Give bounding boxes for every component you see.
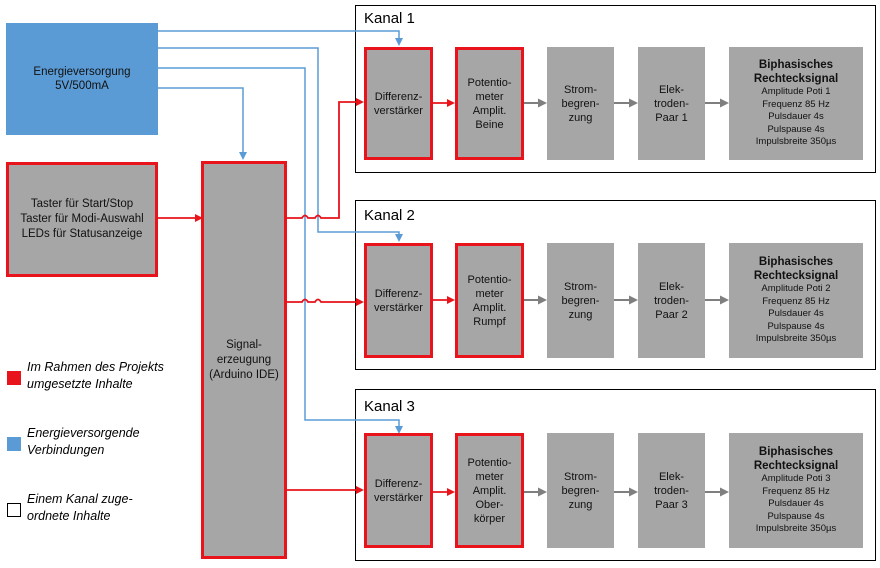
power-line-channel-1	[158, 30, 403, 46]
power-line-channel-3	[158, 67, 403, 434]
legend-white-swatch	[7, 503, 21, 517]
buttons-leds-box: Taster für Start/Stop Taster für Modi-Au…	[6, 162, 158, 277]
ch1-diff-amp-box: Differenz- verstärker	[364, 47, 433, 160]
ch2-signal-params: Amplitude Poti 2 Frequenz 85 Hz Pulsdaue…	[755, 283, 837, 345]
ch1-electrode-box: Elek- troden- Paar 1	[638, 47, 705, 160]
ch2-poti-box: Potentio- meter Amplit. Rumpf	[455, 243, 524, 358]
ch2-current-limit-box: Strom- begren- zung	[547, 243, 614, 358]
ch1-signal-params: Amplitude Poti 1 Frequenz 85 Hz Pulsdaue…	[755, 86, 837, 148]
ch2-signal-box: Biphasisches Rechtecksignal Amplitude Po…	[729, 243, 863, 358]
signal-to-channel-2-line	[287, 298, 364, 306]
legend-blue-text: Energieversorgende Verbindungen	[27, 426, 140, 457]
ch1-poti-box: Potentio- meter Amplit. Beine	[455, 47, 524, 160]
channel-1-title: Kanal 1	[364, 10, 415, 27]
channel-2-title: Kanal 2	[364, 207, 415, 224]
legend-red-text: Im Rahmen des Projekts umgesetzte Inhalt…	[27, 360, 164, 391]
legend-red-swatch	[7, 371, 21, 385]
ch3-current-limit-box: Strom- begren- zung	[547, 433, 614, 548]
power-supply-box: Energieversorgung 5V/500mA	[6, 23, 158, 135]
ch1-signal-title: Biphasisches Rechtecksignal	[753, 59, 839, 86]
ch3-poti-box: Potentio- meter Amplit. Ober- körper	[455, 433, 524, 548]
signal-generation-box: Signal- erzeugung (Arduino IDE)	[201, 161, 287, 559]
ch3-diff-amp-box: Differenz- verstärker	[364, 433, 433, 548]
power-line-channel-2	[158, 47, 403, 242]
signal-to-channel-1-line	[287, 98, 364, 219]
ch2-diff-amp-box: Differenz- verstärker	[364, 243, 433, 358]
channel-3-title: Kanal 3	[364, 398, 415, 415]
ch2-electrode-box: Elek- troden- Paar 2	[638, 243, 705, 358]
legend-blue-swatch	[7, 437, 21, 451]
power-line-signal	[158, 87, 247, 160]
ch3-electrode-box: Elek- troden- Paar 3	[638, 433, 705, 548]
ch2-signal-title: Biphasisches Rechtecksignal	[753, 256, 839, 283]
ch1-signal-box: Biphasisches Rechtecksignal Amplitude Po…	[729, 47, 863, 160]
ch3-signal-title: Biphasisches Rechtecksignal	[753, 446, 839, 473]
ch3-signal-box: Biphasisches Rechtecksignal Amplitude Po…	[729, 433, 863, 548]
ch3-signal-params: Amplitude Poti 3 Frequenz 85 Hz Pulsdaue…	[755, 473, 837, 535]
ch1-current-limit-box: Strom- begren- zung	[547, 47, 614, 160]
legend-white-text: Einem Kanal zuge- ordnete Inhalte	[27, 492, 133, 523]
